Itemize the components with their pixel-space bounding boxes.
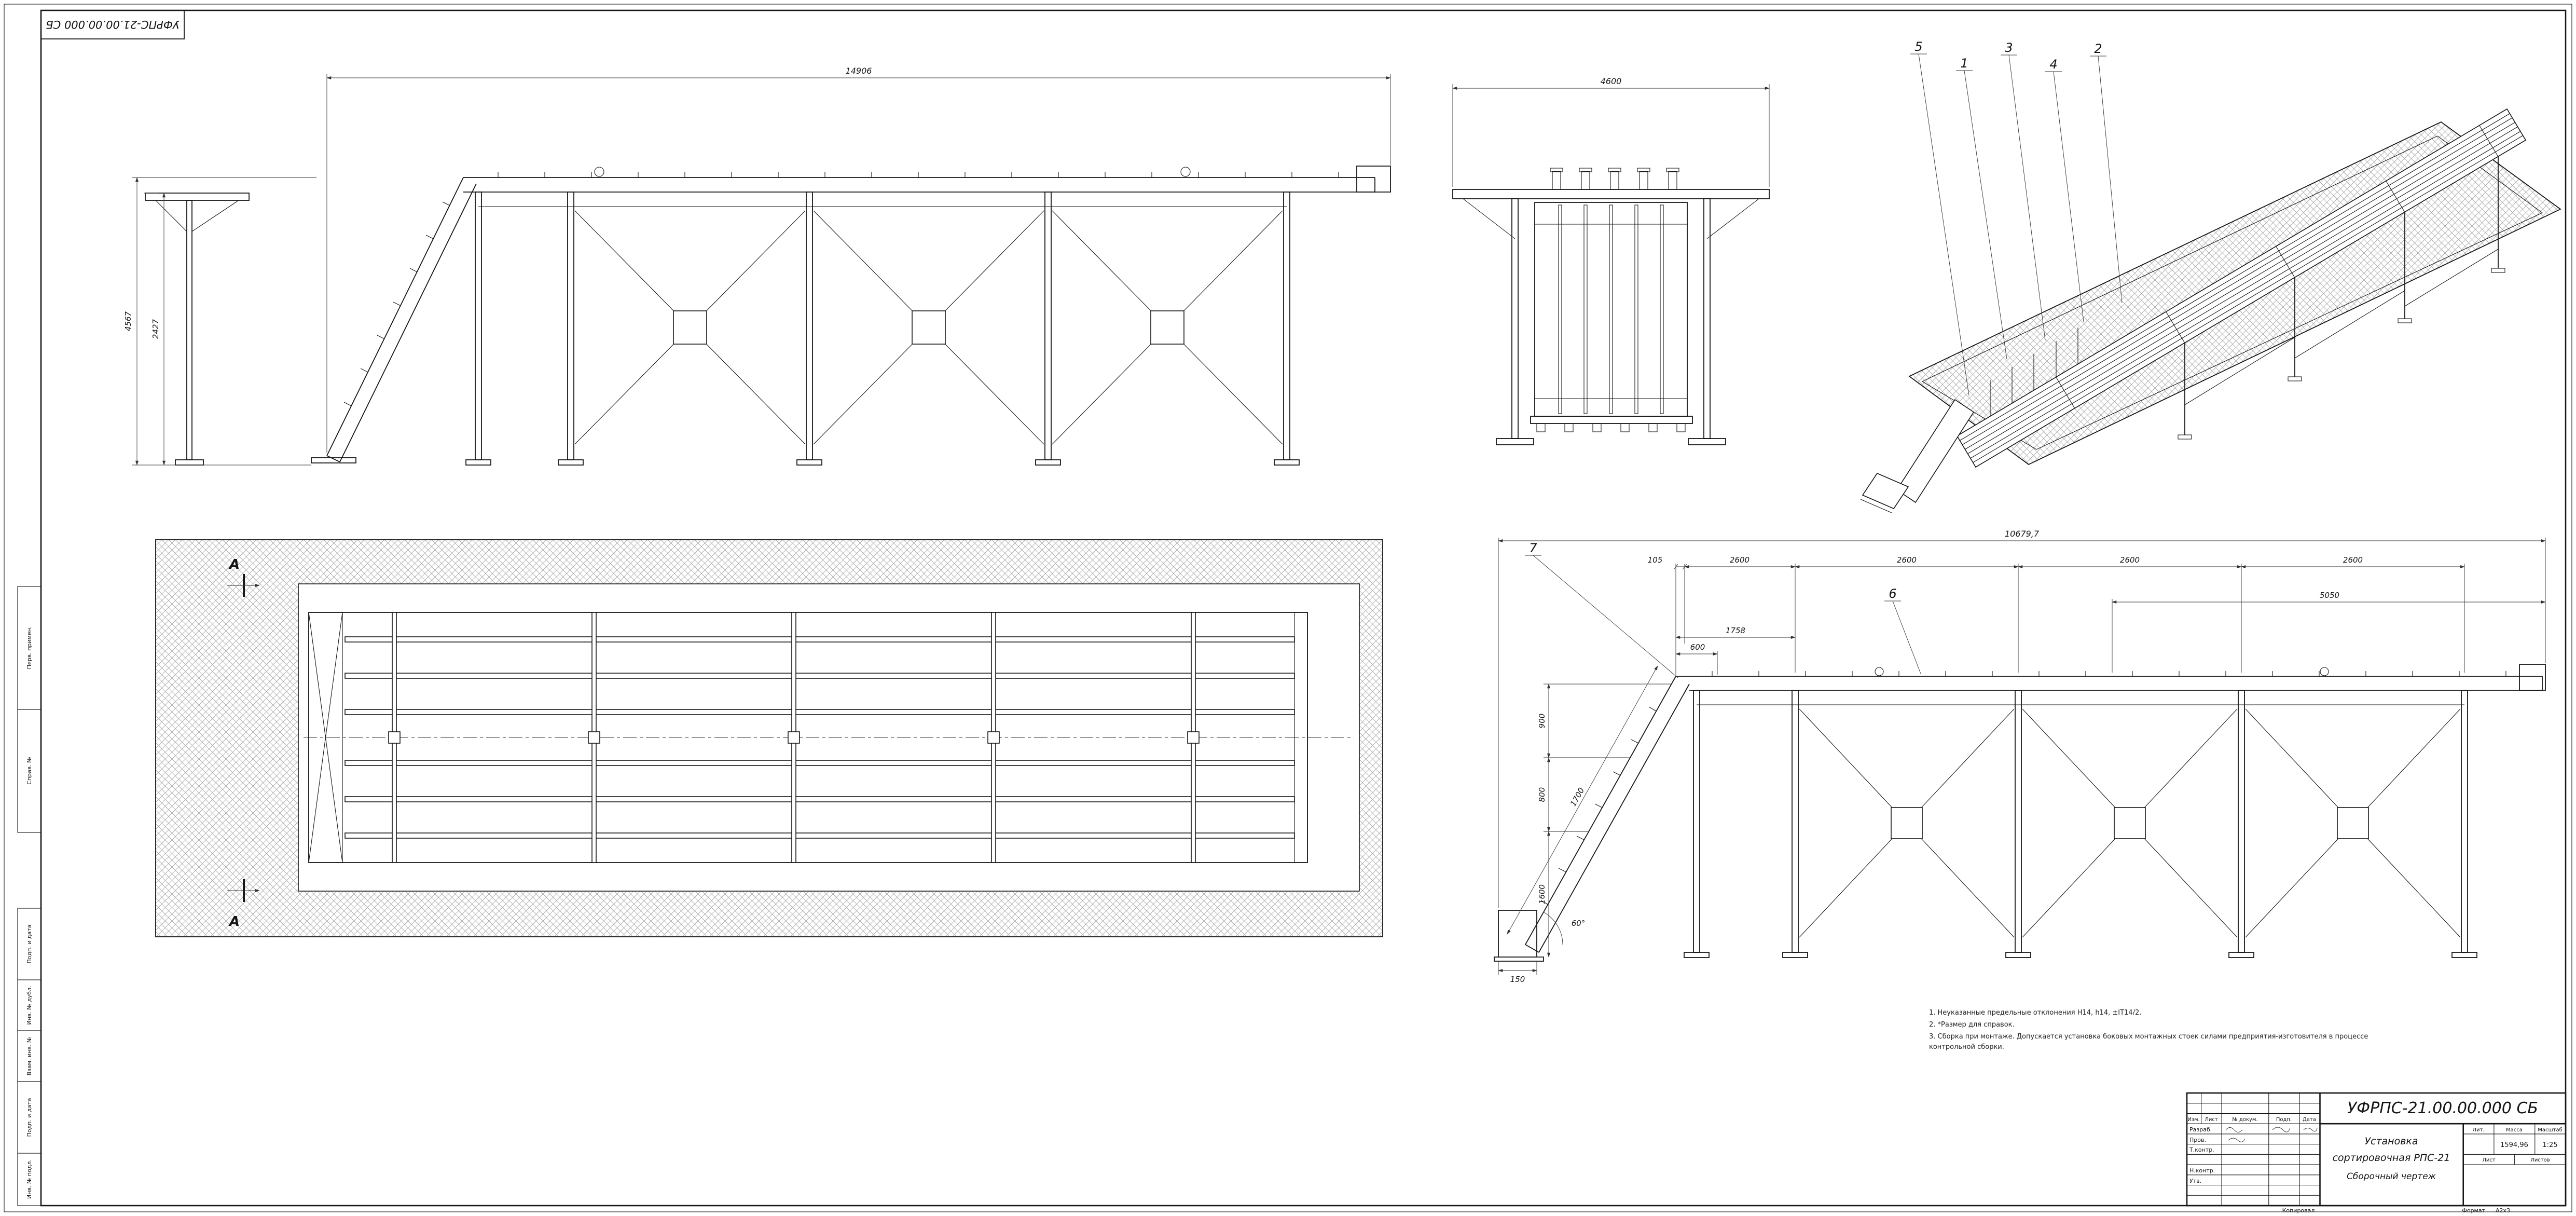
title-name-line2: сортировочная РПС-21 bbox=[2333, 1152, 2450, 1164]
scale-value: 1:25 bbox=[2542, 1141, 2557, 1149]
scale-label: Масштаб bbox=[2538, 1127, 2563, 1133]
sheets-label: Листов bbox=[2530, 1157, 2550, 1163]
margin-label: Подп. и дата bbox=[26, 1098, 33, 1137]
dim-bay: 2600 bbox=[2343, 555, 2363, 565]
dim-bottom: 150 bbox=[1510, 975, 1525, 984]
mass-value: 1594,96 bbox=[2500, 1141, 2528, 1149]
dim-top1: 1758 bbox=[1726, 626, 1745, 635]
col-list: Лист bbox=[2205, 1117, 2218, 1123]
section-label: А bbox=[228, 557, 240, 572]
technical-notes: 1. Неуказанные предельные отклонения Н14… bbox=[1929, 1008, 2375, 1054]
dim-top2: 600 bbox=[1690, 643, 1705, 652]
stamp-doc-number: УФРПС-21.00.00.000 СБ bbox=[46, 18, 180, 31]
col-sign: Подп. bbox=[2276, 1117, 2292, 1123]
margin-label: Справ. № bbox=[26, 757, 33, 785]
copied-label: Копировал bbox=[2282, 1207, 2315, 1214]
view-isometric: 5 1 3 4 2 bbox=[1860, 39, 2561, 513]
note-line: 2. *Размер для справок. bbox=[1929, 1020, 2015, 1029]
dim-right-span: 5050 bbox=[2320, 591, 2339, 600]
row-utv: Утв. bbox=[2189, 1178, 2201, 1184]
dim-h1600: 1600 bbox=[1537, 884, 1547, 904]
margin-label: Подп. и дата bbox=[26, 925, 33, 964]
title-name-line1: Установка bbox=[2364, 1136, 2418, 1147]
format-value: А2х3 bbox=[2496, 1207, 2510, 1214]
col-doc: № докум. bbox=[2232, 1117, 2257, 1123]
callout-number: 7 bbox=[1529, 541, 1537, 555]
section-mark-A: А А bbox=[227, 557, 260, 930]
callout-number: 6 bbox=[1889, 586, 1896, 601]
callout-number: 5 bbox=[1914, 39, 1922, 54]
sheet-label: Лист bbox=[2482, 1157, 2496, 1163]
note-line: 3. Сборка при монтаже. Допускается устан… bbox=[1929, 1032, 2368, 1051]
dim-ramp: 1700 bbox=[1568, 786, 1586, 808]
dim-overall-height: 4567 bbox=[123, 311, 133, 331]
dim-h800: 800 bbox=[1537, 787, 1547, 802]
note-line: 1. Неуказанные предельные отклонения Н14… bbox=[1929, 1009, 2142, 1017]
section-label: А bbox=[228, 914, 240, 930]
callout-number: 2 bbox=[2094, 42, 2102, 56]
left-margin-columns: Перв. примен. Справ. № Подп. и дата Инв.… bbox=[17, 586, 42, 1206]
col-date: Дата bbox=[2303, 1117, 2316, 1123]
view-side-dimensioned: 10679,7 105 2600 2600 2600 2600 5050 175… bbox=[1494, 529, 2546, 984]
dim-total: 10679,7 bbox=[2005, 529, 2040, 539]
dim-bay: 2600 bbox=[1897, 555, 1917, 565]
dim-angle: 60° bbox=[1572, 919, 1586, 928]
margin-label: Перв. примен. bbox=[26, 626, 33, 670]
title-designation: УФРПС-21.00.00.000 СБ bbox=[2347, 1099, 2538, 1117]
view-plan: А А bbox=[155, 539, 1383, 937]
dim-overall-width: 4600 bbox=[1601, 76, 1622, 86]
callout-number: 3 bbox=[2005, 40, 2013, 55]
mass-label: Масса bbox=[2506, 1127, 2523, 1133]
dim-support-height: 2427 bbox=[151, 319, 160, 339]
lit-label: Лит. bbox=[2472, 1127, 2484, 1133]
margin-label: Взам. инв. № bbox=[26, 1037, 33, 1076]
margin-label: Инв. № дубл. bbox=[26, 986, 33, 1024]
dim-bay: 2600 bbox=[2120, 555, 2140, 565]
margin-label: Инв. № подл. bbox=[26, 1159, 33, 1199]
callout-number: 1 bbox=[1960, 56, 1968, 71]
format-label: Формат bbox=[2462, 1207, 2485, 1214]
row-nkontr: Н.контр. bbox=[2189, 1167, 2215, 1174]
row-prov: Пров. bbox=[2189, 1137, 2206, 1143]
callout-number: 4 bbox=[2049, 57, 2057, 72]
title-name-line3: Сборочный чертеж bbox=[2347, 1171, 2436, 1182]
title-block: УФРПС-21.00.00.000 СБ Изм. Лист № докум.… bbox=[2186, 1092, 2567, 1214]
col-izm: Изм. bbox=[2187, 1117, 2200, 1123]
view-side-elevation: 14906 4567 2427 bbox=[123, 66, 1391, 466]
dim-h900: 900 bbox=[1537, 714, 1547, 729]
row-tkontr: Т.контр. bbox=[2189, 1146, 2214, 1153]
top-left-stamp: УФРПС-21.00.00.000 СБ bbox=[40, 10, 185, 39]
dim-first: 105 bbox=[1648, 555, 1663, 565]
iso-callouts: 5 1 3 4 2 bbox=[1910, 39, 2123, 396]
view-front: 4600 bbox=[1452, 76, 1770, 445]
dim-bay: 2600 bbox=[1730, 555, 1750, 565]
dim-total-length: 14906 bbox=[846, 66, 872, 76]
row-razrab: Разраб. bbox=[2189, 1126, 2212, 1133]
